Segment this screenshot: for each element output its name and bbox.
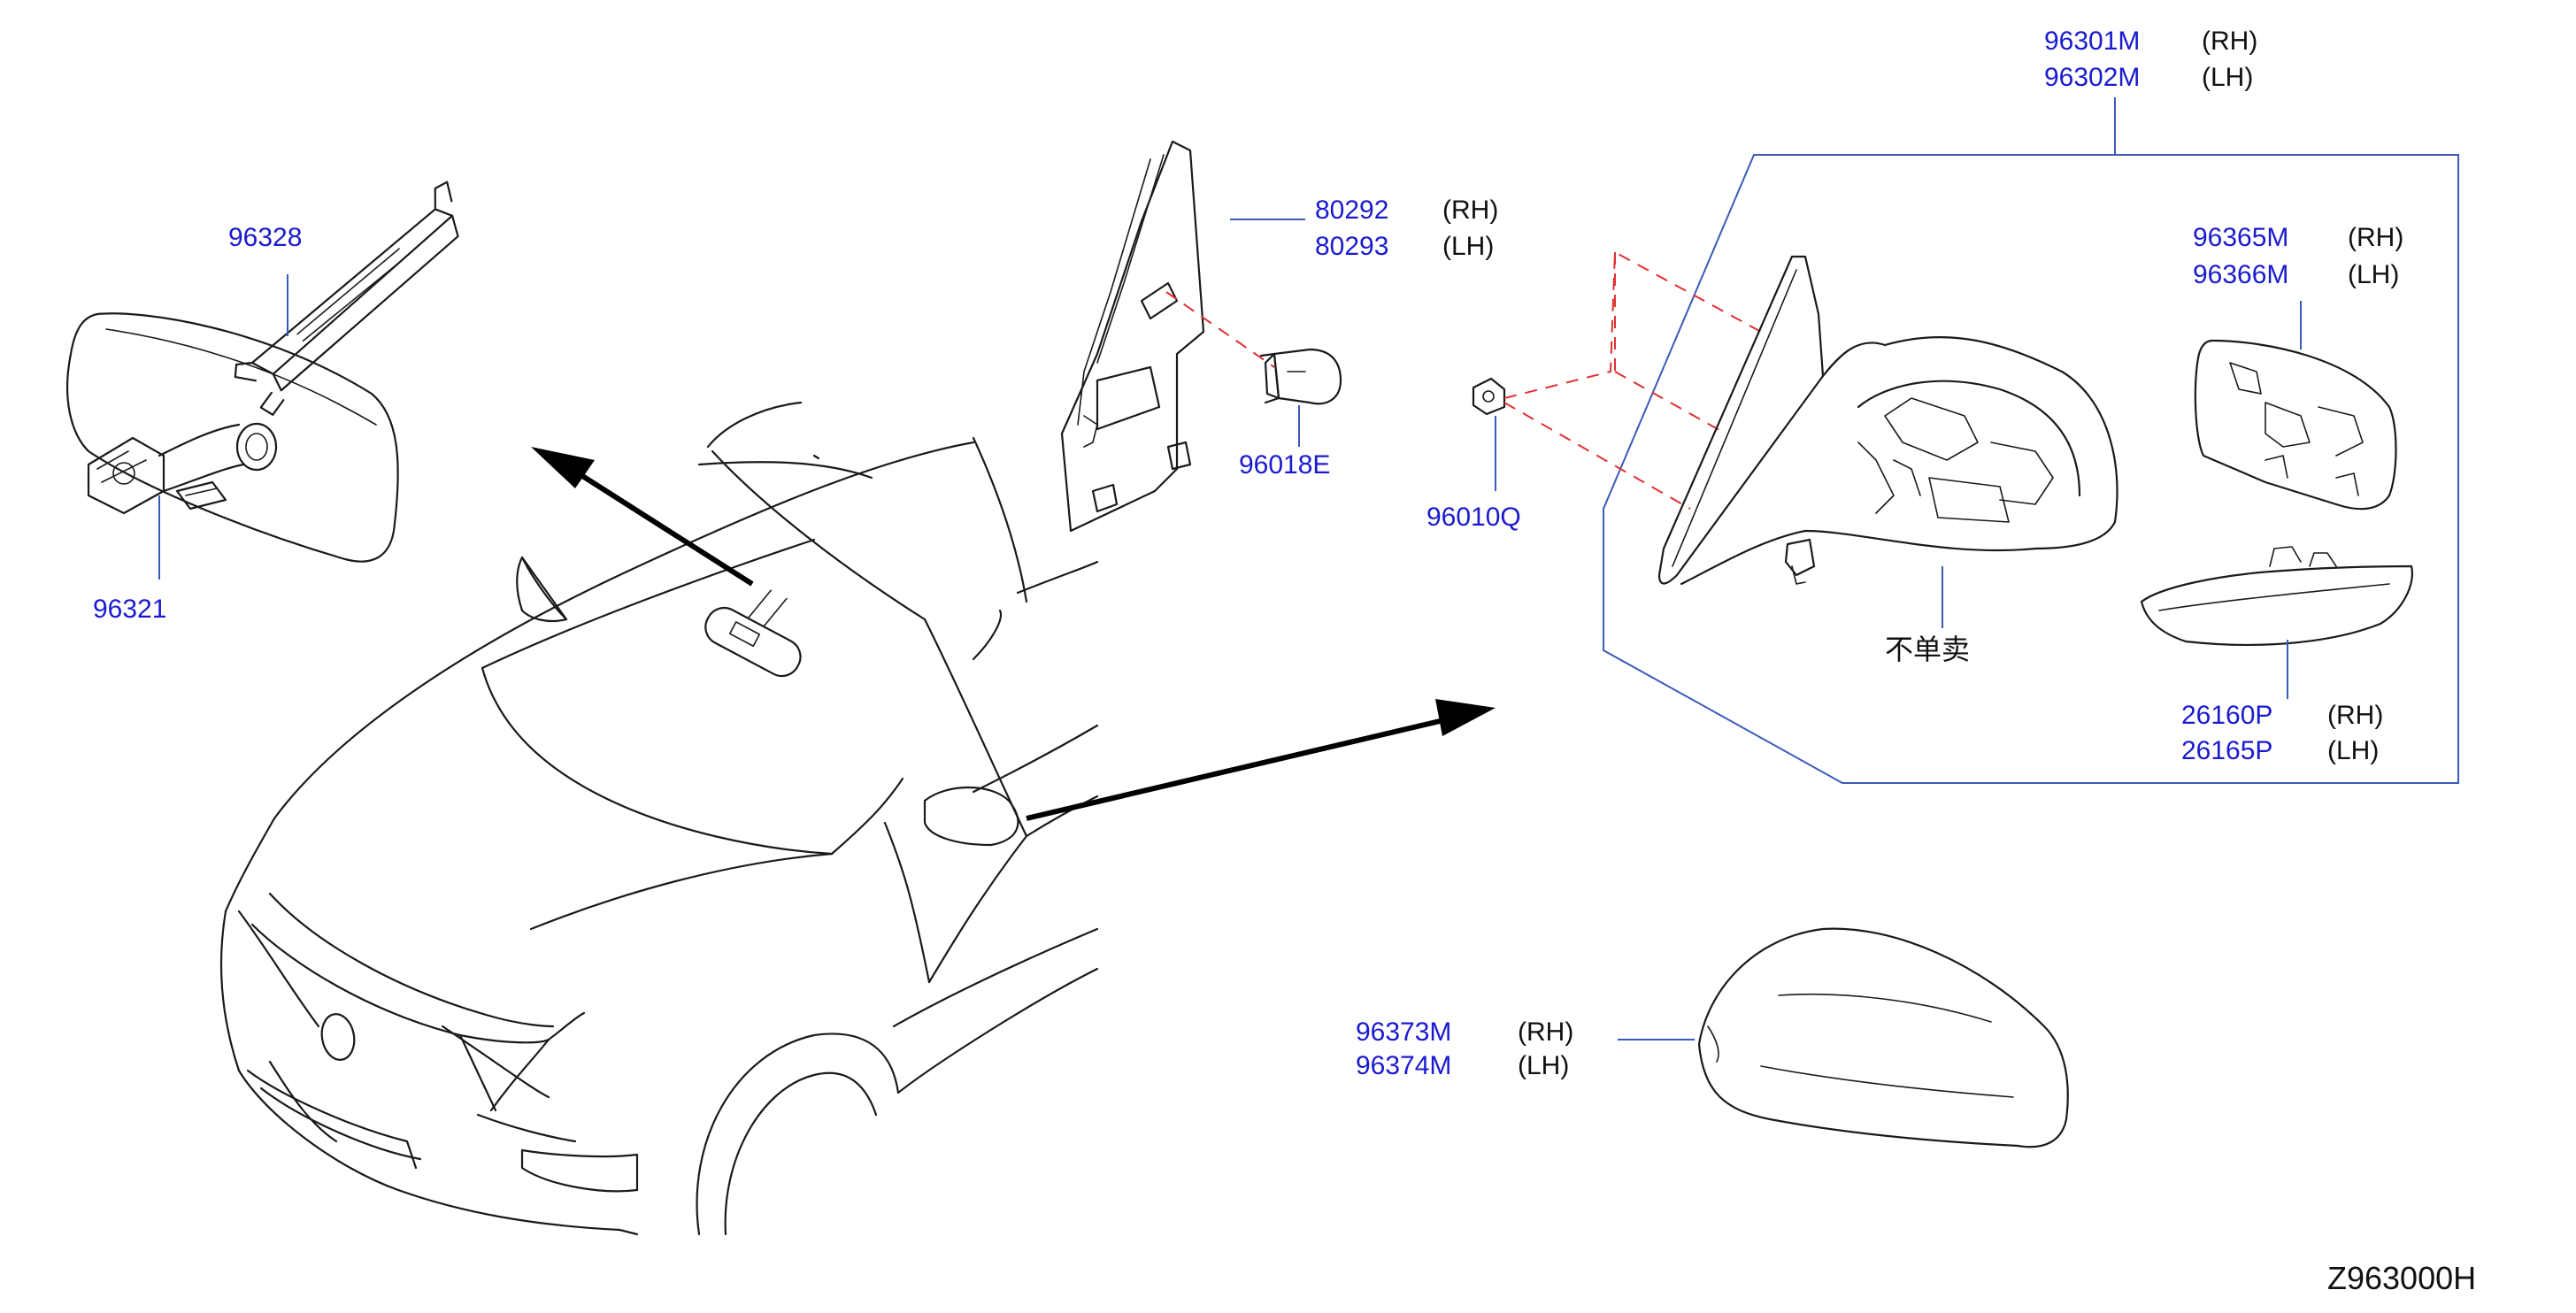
callout-96301M: 96301M 96302M (RH) (LH) (2044, 27, 2257, 92)
side-label: (LH) (2348, 260, 2399, 289)
part-number: 96365M (2193, 223, 2288, 252)
callout-96321: 96321 (93, 595, 166, 624)
callout-not-sold-separately: 不单卖 (1885, 633, 1970, 666)
side-label: (LH) (2202, 63, 2253, 92)
callout-26160P: 26160P 26165P (RH) (LH) (2181, 701, 2383, 765)
part-number: 96321 (93, 595, 166, 624)
side-label: (LH) (1518, 1051, 1569, 1080)
callout-96328: 96328 (228, 223, 302, 252)
corner-trim-illustration (1060, 140, 1205, 533)
callout-96018E: 96018E (1239, 450, 1330, 480)
callout-96373M: 96373M 96374M (RH) (LH) (1356, 1017, 1573, 1080)
side-label: (RH) (2202, 27, 2257, 56)
side-label: (RH) (1442, 196, 1498, 225)
part-number: 96373M (1356, 1017, 1451, 1047)
part-number: 96328 (228, 223, 302, 252)
part-number: 80293 (1315, 232, 1388, 261)
part-number: 96010Q (1426, 503, 1521, 532)
part-number: 96302M (2044, 63, 2140, 92)
not-sold-separately-note: 不单卖 (1885, 633, 1970, 666)
side-label: (RH) (1518, 1017, 1573, 1047)
callout-96010Q: 96010Q (1426, 503, 1521, 532)
leader-lines (158, 97, 2302, 1040)
side-label: (LH) (2327, 736, 2379, 765)
side-label: (RH) (2327, 701, 2383, 730)
interior-mirror-illustration (65, 180, 459, 563)
callout-80292: 80292 80293 (RH) (LH) (1315, 196, 1498, 261)
part-number: 96366M (2193, 260, 2288, 289)
part-number: 96374M (1356, 1051, 1451, 1080)
door-mirror-illustration (1657, 255, 2118, 586)
nut-illustration (1472, 377, 1506, 416)
callout-96365M: 96365M 96366M (RH) (LH) (2193, 223, 2403, 289)
part-number: 96018E (1239, 450, 1330, 480)
pointer-arrows (531, 447, 1496, 821)
turn-signal-housing-illustration (2194, 339, 2397, 511)
part-number: 80292 (1315, 196, 1388, 225)
car-front-illustration (219, 401, 1099, 1236)
assembly-dashed-lines (1165, 250, 1762, 510)
side-label: (LH) (1442, 232, 1494, 261)
side-turn-lamp-illustration (2140, 546, 2414, 647)
side-label: (RH) (2348, 223, 2403, 252)
mirror-assembly-frame (1603, 154, 2459, 784)
part-number: 26160P (2181, 701, 2272, 730)
mirror-cap-illustration (1697, 927, 2069, 1148)
clip-illustration (1259, 348, 1342, 405)
diagram-code: Z963000H (2327, 1260, 2476, 1296)
part-number: 26165P (2181, 736, 2272, 765)
part-number: 96301M (2044, 27, 2140, 56)
